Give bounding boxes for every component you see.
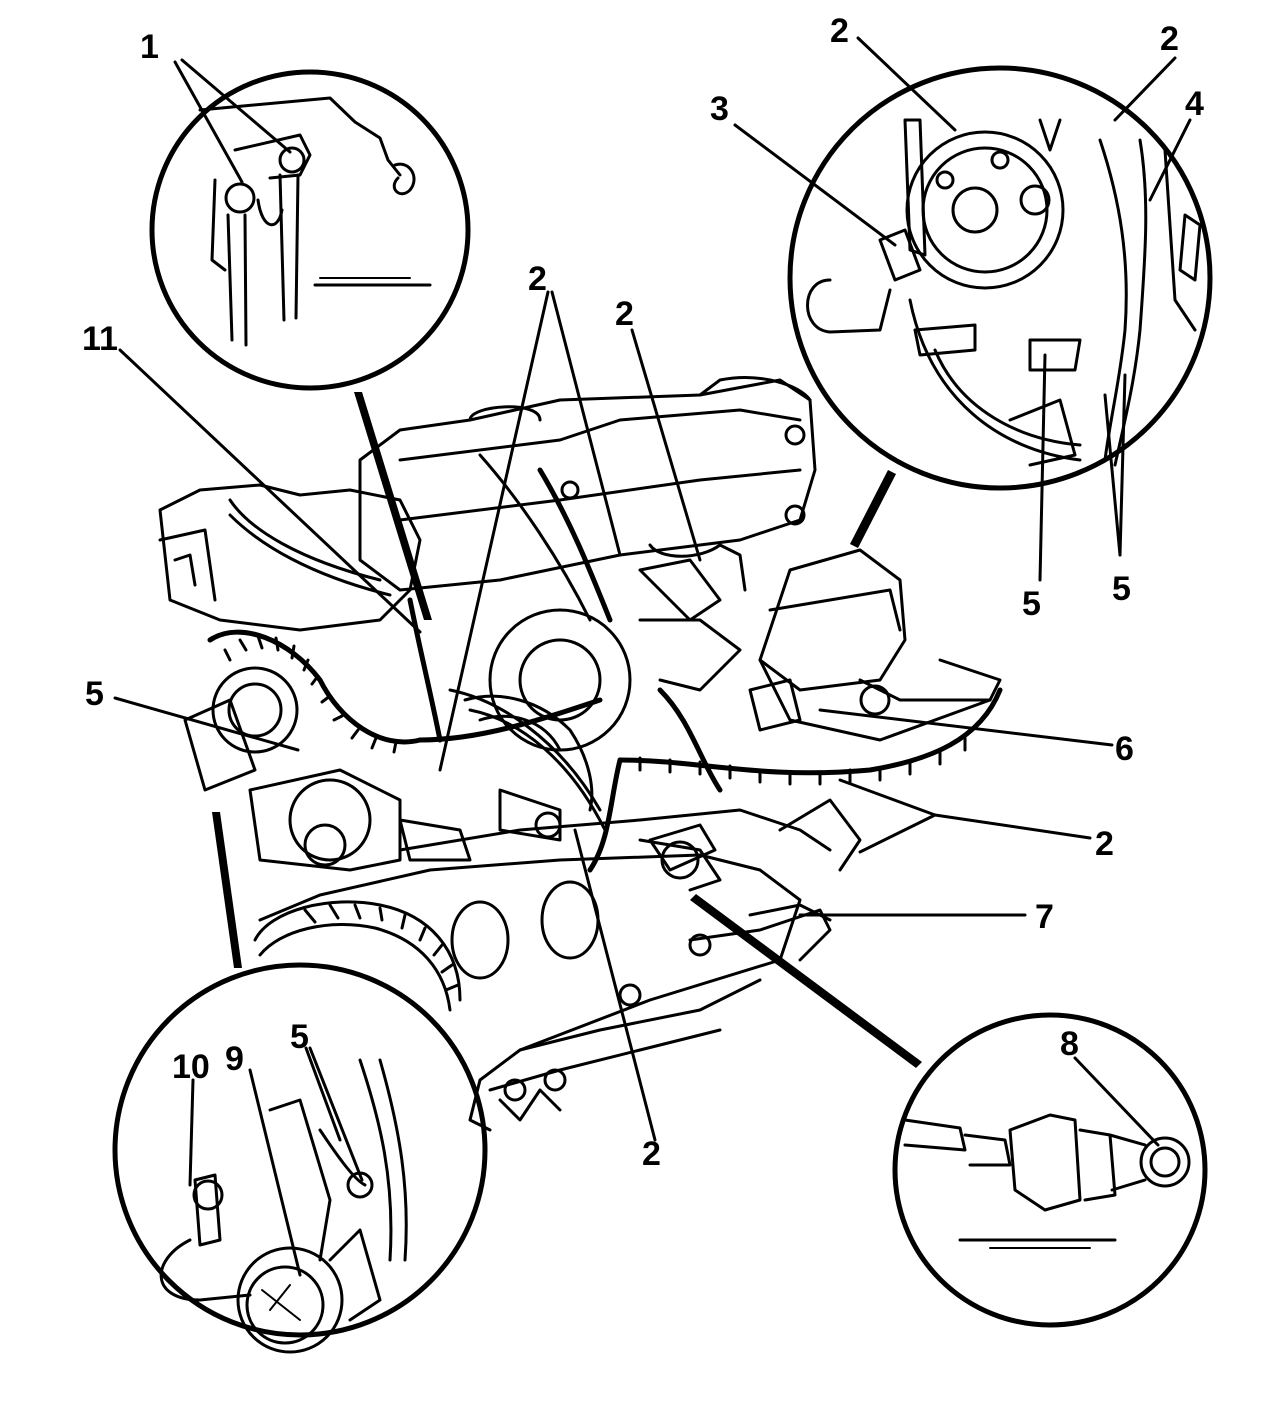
callout-2-right: 2	[1095, 825, 1114, 863]
engine-illustration	[158, 376, 1003, 1132]
callout-10: 9	[225, 1040, 244, 1078]
callout-2-bottom: 2	[642, 1135, 661, 1173]
callout-6: 5	[1022, 585, 1041, 623]
callout-5-bottom-detail: 5	[290, 1018, 309, 1056]
callout-5-detail-bottom: 5	[1112, 570, 1131, 608]
detail-pointer-line	[690, 894, 922, 1068]
callout-9: 8	[1060, 1025, 1079, 1063]
callout-12: 11	[82, 320, 118, 358]
callout-2-top-center: 2	[528, 260, 547, 298]
callout-5-detail-top: 4	[1185, 85, 1204, 123]
callout-1: 1	[140, 28, 159, 66]
callout-labels: 1 2 2 2 2 2 2 3 4 5 5 5 5 6 7 8 9 10 11	[82, 12, 1204, 1173]
callout-7: 6	[1115, 730, 1134, 768]
callout-3: 2	[615, 295, 634, 333]
detail-view-top-right	[787, 65, 1213, 548]
callout-8: 7	[1035, 898, 1054, 936]
callout-5-left: 5	[85, 675, 104, 713]
callout-4: 3	[710, 90, 729, 128]
leader-lines	[113, 36, 1192, 1277]
callout-2-detail-left: 2	[830, 12, 849, 50]
detail-pointer-line	[850, 470, 896, 548]
detail-pointer-line	[212, 812, 242, 968]
detail-view-bottom-left	[112, 812, 488, 1354]
callout-2-detail-right: 2	[1160, 20, 1179, 58]
callout-11: 10	[172, 1048, 210, 1086]
detail-view-bottom-right	[690, 894, 1208, 1328]
detail-view-top-left	[149, 69, 471, 620]
